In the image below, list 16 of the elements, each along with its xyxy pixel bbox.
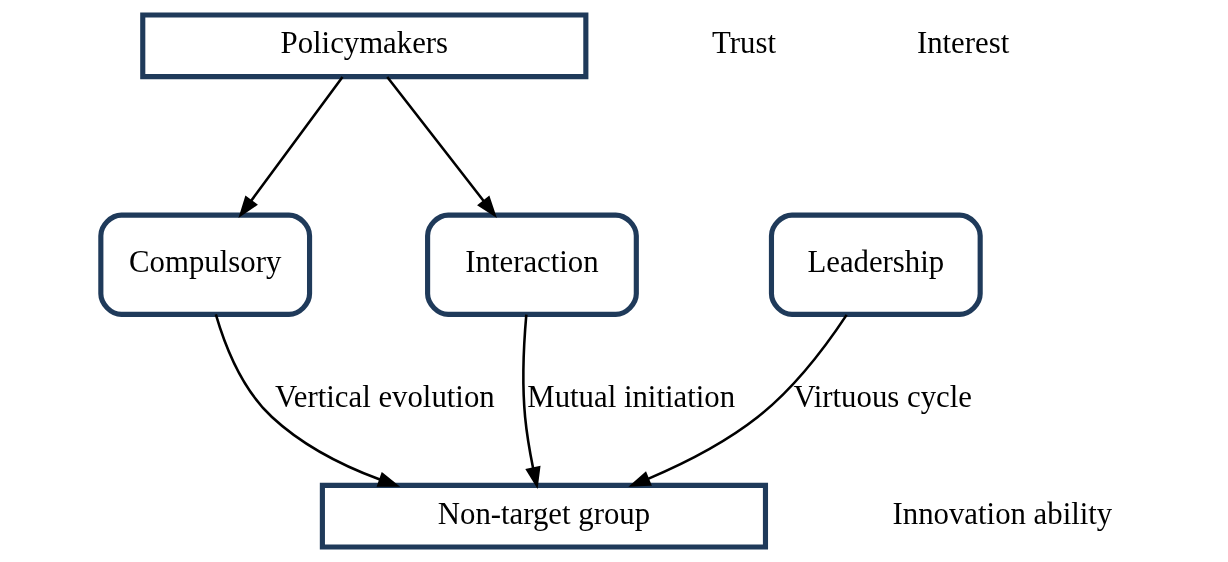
label: Innovation ability xyxy=(892,496,1112,531)
edge-label: Virtuous cycle xyxy=(792,380,972,415)
node-box: Interaction xyxy=(424,212,639,317)
arrow xyxy=(385,76,497,218)
arrow xyxy=(214,314,400,487)
edge-label: Mutual initiation xyxy=(526,380,735,415)
arrow xyxy=(521,314,541,490)
label: Interest xyxy=(916,26,1009,61)
arrow xyxy=(627,314,848,487)
arrow xyxy=(237,76,344,218)
label: Trust xyxy=(711,26,776,61)
node-box: Compulsory xyxy=(97,212,312,317)
node-box: Leadership xyxy=(768,212,983,317)
node-box: Policymakers xyxy=(139,12,588,80)
node-box: Non-target group xyxy=(319,482,768,550)
edge-label: Vertical evolution xyxy=(274,380,495,415)
